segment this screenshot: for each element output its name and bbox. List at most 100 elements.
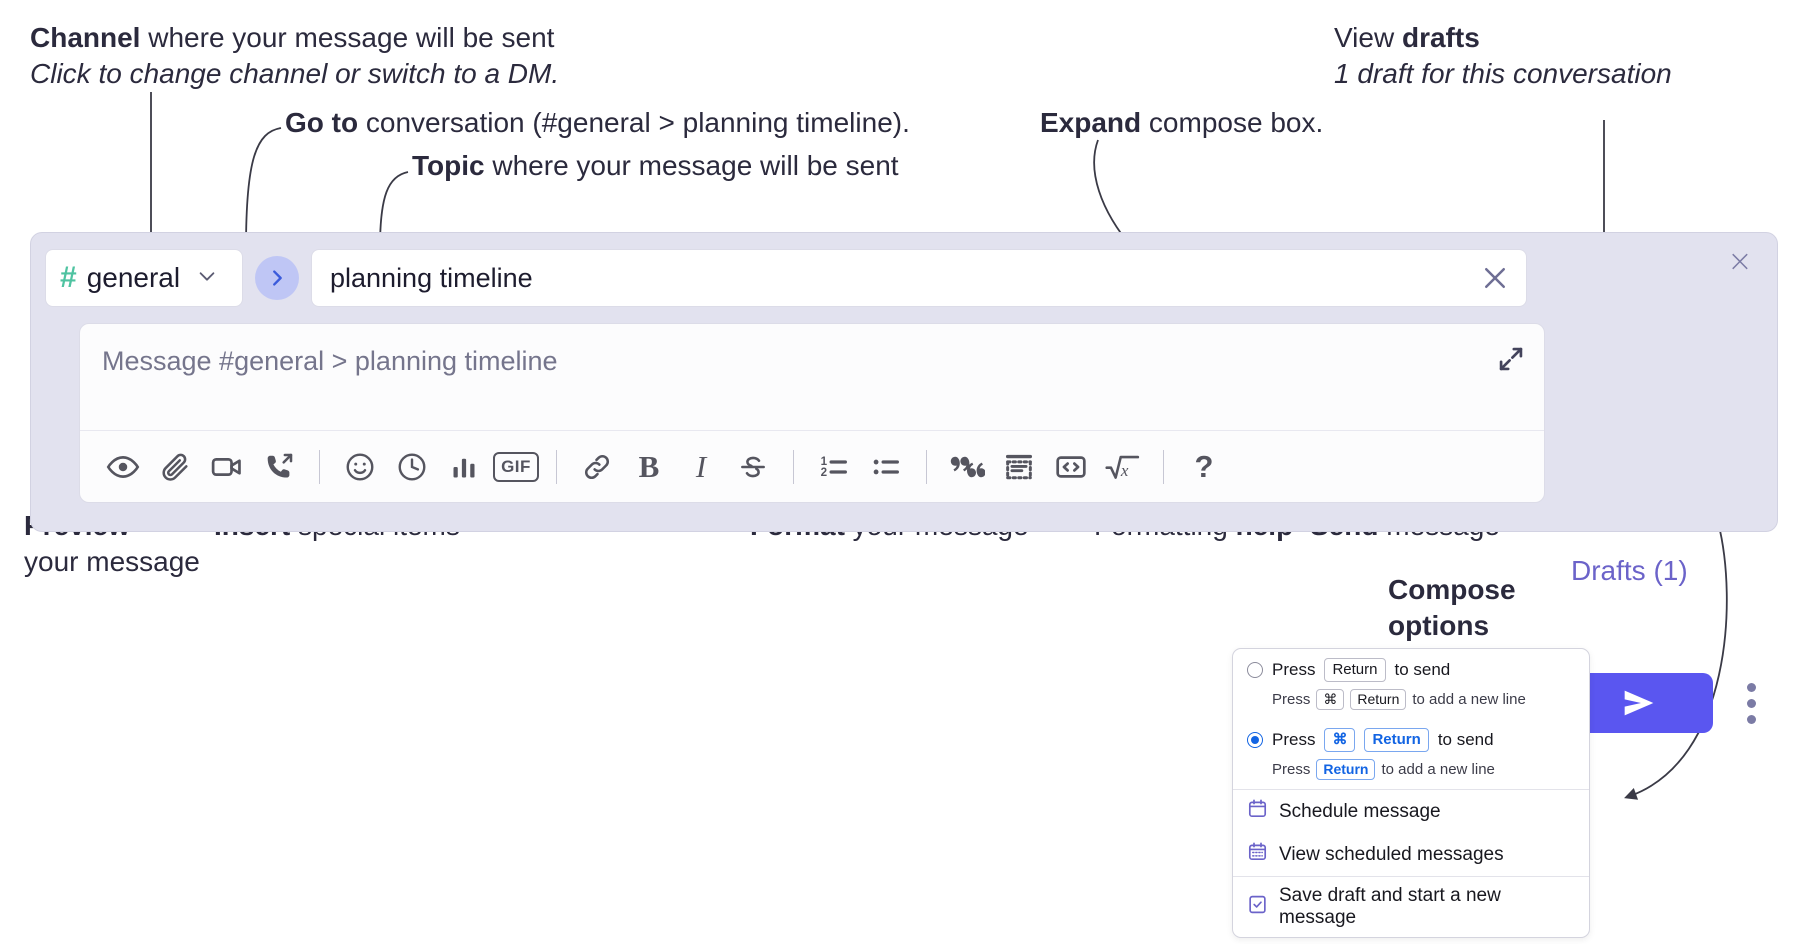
annotation-expand-bold: Expand — [1040, 107, 1142, 138]
kbd-return: Return — [1316, 759, 1376, 781]
help-icon[interactable]: ? — [1179, 442, 1229, 492]
option1-sub-pre: Press — [1272, 691, 1311, 709]
audio-huddle-icon[interactable] — [254, 442, 304, 492]
svg-text:1: 1 — [821, 455, 828, 468]
channel-selector[interactable]: # general — [45, 249, 243, 307]
annotation-expand: Expand compose box. — [1040, 105, 1370, 141]
preview-icon[interactable] — [98, 442, 148, 492]
message-input[interactable]: Message #general > planning timeline — [79, 323, 1545, 503]
kbd-return: Return — [1364, 728, 1429, 753]
attachment-icon[interactable] — [150, 442, 200, 492]
menu-divider — [1233, 876, 1589, 878]
blockquote-icon[interactable] — [942, 442, 992, 492]
clock-icon[interactable] — [387, 442, 437, 492]
compose-header-row: # general planning timeline — [45, 247, 1527, 309]
ordered-list-icon[interactable]: 1 2 — [809, 442, 859, 492]
close-icon[interactable] — [1478, 261, 1512, 295]
annotation-expand-rest: compose box. — [1141, 107, 1324, 138]
annotation-preview-rest: your message — [24, 545, 200, 577]
hash-icon: # — [60, 261, 77, 294]
annotation-topic-bold: Topic — [412, 150, 485, 181]
dot — [1746, 698, 1756, 708]
radio-button[interactable] — [1247, 662, 1263, 679]
toolbar-divider — [926, 449, 927, 484]
menu-item-schedule-message[interactable]: Schedule message — [1233, 790, 1589, 833]
annotation-topic: Topic where your message will be sent — [412, 148, 972, 184]
annotation-topic-rest: where your message will be sent — [484, 150, 899, 181]
drafts-link[interactable]: Drafts (1) — [1571, 555, 1688, 586]
option2-post: to send — [1437, 730, 1494, 750]
bold-label: B — [638, 448, 660, 484]
formatting-toolbar: GIF B I 1 2 — [80, 430, 1544, 502]
option2-sub-pre: Press — [1272, 761, 1311, 779]
option1-post: to send — [1394, 660, 1451, 680]
calendar-list-icon — [1247, 841, 1268, 868]
menu-item-label: Schedule message — [1279, 800, 1441, 822]
expand-icon[interactable] — [1494, 342, 1528, 376]
annotation-goto: Go to conversation (#general > planning … — [285, 105, 985, 141]
topic-value: planning timeline — [330, 262, 533, 293]
strikethrough-icon[interactable] — [728, 442, 778, 492]
menu-option-return-to-send[interactable]: Press Return to send — [1233, 649, 1589, 686]
annotation-drafts-plain: View — [1334, 22, 1402, 53]
option1-pre: Press — [1272, 660, 1316, 680]
annotation-goto-rest: conversation (#general > planning timeli… — [358, 107, 910, 138]
video-icon[interactable] — [202, 442, 252, 492]
emoji-icon[interactable] — [335, 442, 385, 492]
kbd-return: Return — [1324, 658, 1386, 683]
dot — [1746, 714, 1756, 724]
annotation-channel-rest: where your message will be sent — [140, 22, 555, 53]
math-icon[interactable]: x — [1098, 442, 1148, 492]
annotation-compose-bold: Compose options — [1388, 574, 1516, 642]
bulleted-list-icon[interactable] — [861, 442, 911, 492]
save-draft-icon — [1247, 894, 1268, 921]
chevron-down-icon — [196, 265, 218, 292]
compose-options-menu: Press Return to send Press ⌘ Return to a… — [1232, 648, 1590, 939]
bold-icon[interactable]: B — [624, 442, 674, 492]
annotation-drafts: View drafts 1 draft for this conversatio… — [1334, 20, 1804, 92]
annotation-channel-bold: Channel — [30, 22, 141, 53]
help-label: ? — [1194, 448, 1214, 484]
menu-item-view-scheduled-messages[interactable]: View scheduled messages — [1233, 833, 1589, 876]
calendar-schedule-icon — [1247, 798, 1268, 825]
kbd-return: Return — [1350, 689, 1407, 711]
svg-text:x: x — [1120, 461, 1129, 480]
toolbar-divider — [793, 449, 794, 484]
go-to-conversation-button[interactable] — [255, 256, 299, 300]
channel-name-label: general — [86, 262, 181, 293]
gif-icon[interactable]: GIF — [491, 442, 541, 492]
menu-divider — [1233, 789, 1589, 791]
menu-option-cmd-return-to-send[interactable]: Press ⌘ Return to send — [1233, 719, 1589, 756]
kbd-command: ⌘ — [1324, 728, 1356, 753]
kbd-command: ⌘ — [1316, 689, 1345, 711]
italic-icon[interactable]: I — [676, 442, 726, 492]
radio-button-selected[interactable] — [1247, 732, 1263, 749]
annotation-drafts-bold: drafts — [1401, 22, 1480, 53]
code-icon[interactable] — [1046, 442, 1096, 492]
option2-pre: Press — [1272, 730, 1316, 750]
svg-text:2: 2 — [821, 466, 827, 479]
menu-option-2-hint: Press Return to add a new line — [1233, 756, 1589, 789]
compose-box: × # general planning timeline Message #g… — [30, 232, 1778, 733]
option1-sub-post: to add a new line — [1412, 691, 1526, 709]
toolbar-divider — [1163, 449, 1164, 484]
link-icon[interactable] — [572, 442, 622, 492]
annotation-goto-bold: Go to — [285, 107, 359, 138]
option2-sub-post: to add a new line — [1381, 761, 1495, 779]
poll-icon[interactable] — [439, 442, 489, 492]
menu-option-1-hint: Press ⌘ Return to add a new line — [1233, 686, 1589, 719]
menu-item-label: Save draft and start a new message — [1279, 885, 1501, 929]
menu-item-label: View scheduled messages — [1279, 843, 1504, 865]
topic-input[interactable]: planning timeline — [311, 249, 1527, 307]
annotation-drafts-italic: 1 draft for this conversation — [1334, 57, 1672, 89]
message-placeholder: Message #general > planning timeline — [102, 346, 558, 376]
dot — [1746, 682, 1756, 692]
toolbar-divider — [319, 449, 320, 484]
annotation-channel: Channel where your message will be sent … — [30, 20, 670, 92]
menu-item-save-draft[interactable]: Save draft and start a new message — [1233, 877, 1589, 937]
gif-label: GIF — [493, 451, 539, 482]
toolbar-divider — [556, 449, 557, 484]
compose-options-button[interactable] — [1733, 675, 1769, 731]
code-block-icon[interactable] — [994, 442, 1044, 492]
close-icon[interactable]: × — [1727, 244, 1753, 279]
